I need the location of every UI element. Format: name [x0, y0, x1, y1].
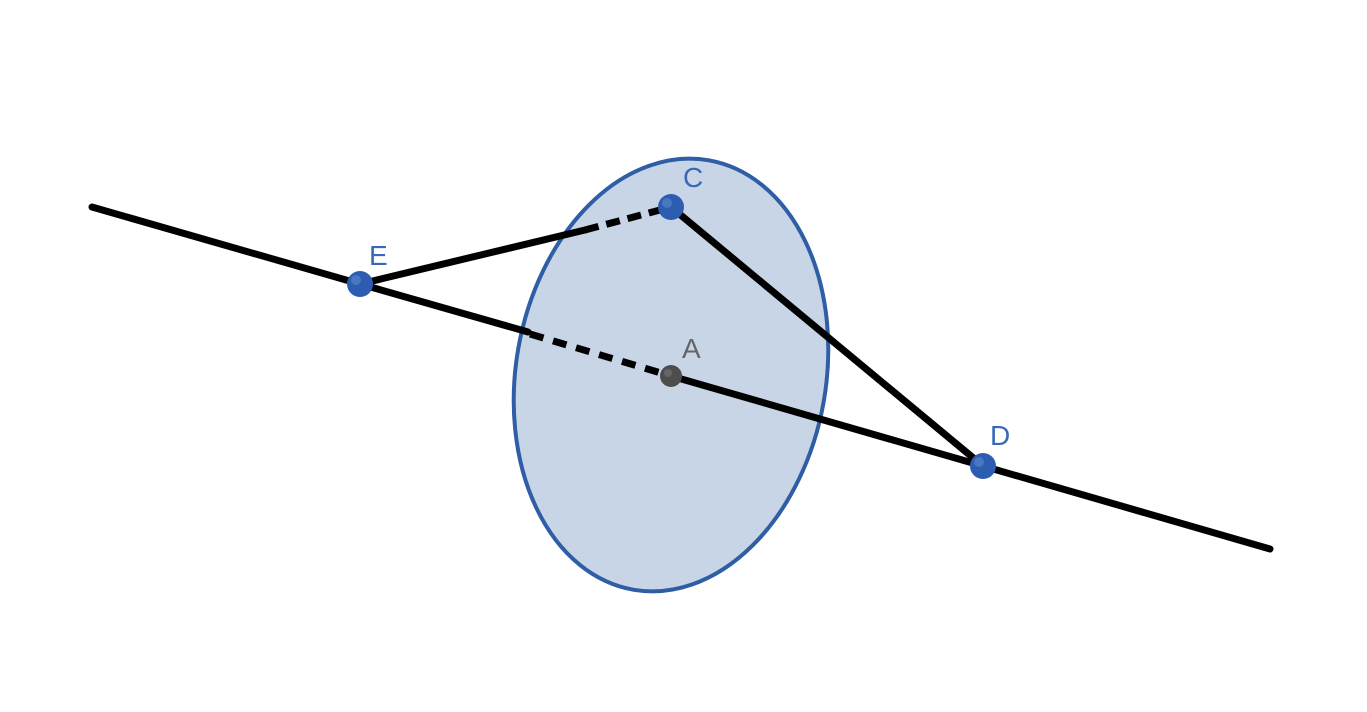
line-right-segment	[979, 462, 1274, 553]
segment-a-to-d	[667, 372, 987, 470]
label-d: D	[990, 420, 1010, 451]
point-d-highlight	[974, 457, 984, 467]
point-c-highlight	[662, 198, 672, 208]
point-e[interactable]	[347, 271, 373, 297]
segment-ec-hidden	[584, 203, 672, 234]
point-d[interactable]	[970, 453, 996, 479]
segment-ea-hidden	[529, 330, 672, 380]
label-a: A	[682, 333, 701, 364]
line-left-segment	[88, 203, 364, 288]
label-e: E	[369, 240, 388, 271]
point-a[interactable]	[660, 365, 682, 387]
point-e-highlight	[351, 275, 361, 285]
segment-c-to-d	[667, 203, 987, 470]
point-c[interactable]	[658, 194, 684, 220]
segment-e-to-disk-lower	[356, 280, 532, 336]
segment-e-to-disk-upper	[356, 226, 589, 288]
point-a-highlight	[664, 369, 672, 377]
label-c: C	[683, 162, 703, 193]
